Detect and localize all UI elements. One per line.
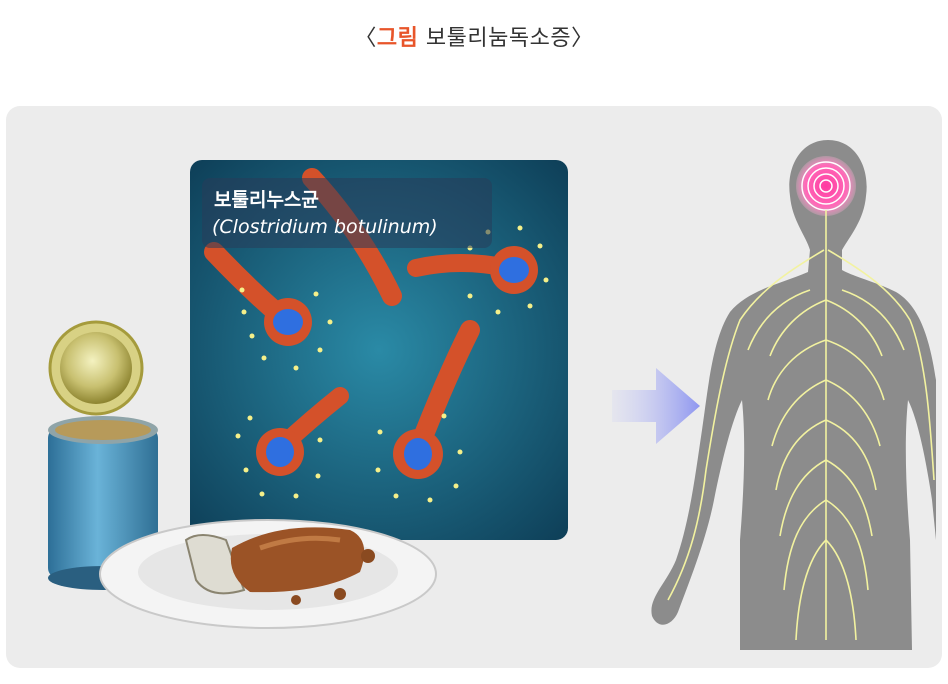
plate-food-icon — [99, 519, 437, 629]
bacteria-label-latin: (Clostridium botulinum) — [212, 216, 438, 238]
nerve-network — [667, 210, 935, 641]
arrow-right-icon — [612, 368, 700, 444]
bacterial-spores — [256, 246, 538, 479]
caption-close-bracket: 〉 — [571, 26, 594, 51]
micrograph-label-box — [202, 178, 492, 248]
human-nervous-system-icon — [651, 140, 936, 650]
figure-caption: 〈그림 보툴리눔독소증〉 — [0, 20, 948, 52]
bacteria-micrograph — [190, 160, 568, 540]
bacteria-label-korean: 보툴리누스균 — [214, 189, 319, 211]
caption-prefix: 그림 — [376, 26, 419, 51]
toxin-dots — [235, 225, 549, 503]
caption-open-bracket: 〈 — [354, 26, 377, 51]
caption-title: 보툴리눔독소증 — [425, 26, 572, 51]
